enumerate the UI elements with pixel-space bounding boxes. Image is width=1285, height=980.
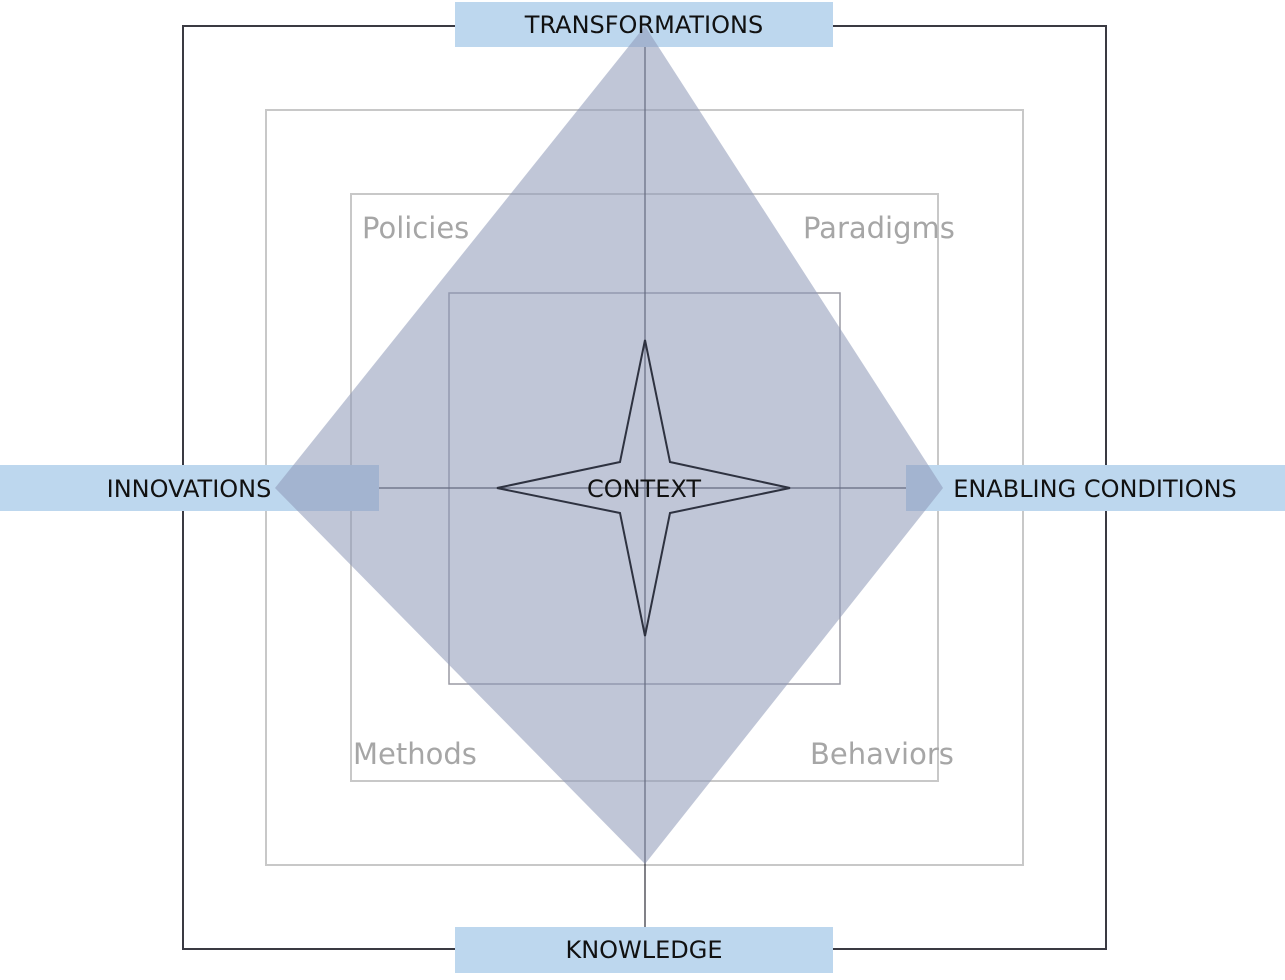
quadrant-methods: Methods bbox=[353, 737, 477, 771]
label-context: CONTEXT bbox=[587, 475, 701, 503]
context-star bbox=[496, 339, 791, 637]
label-transformations: TRANSFORMATIONS bbox=[524, 11, 763, 39]
label-knowledge: KNOWLEDGE bbox=[565, 936, 722, 964]
quadrant-policies: Policies bbox=[362, 211, 469, 245]
assessment-diamond bbox=[275, 26, 943, 864]
quadrant-behaviors: Behaviors bbox=[810, 737, 954, 771]
enabling-conditions-label-box bbox=[906, 465, 1285, 511]
quadrant-paradigms: Paradigms bbox=[803, 211, 955, 245]
label-innovations: INNOVATIONS bbox=[107, 475, 272, 503]
knowledge-label-box bbox=[455, 927, 833, 973]
label-enabling-conditions: ENABLING CONDITIONS bbox=[953, 475, 1237, 503]
